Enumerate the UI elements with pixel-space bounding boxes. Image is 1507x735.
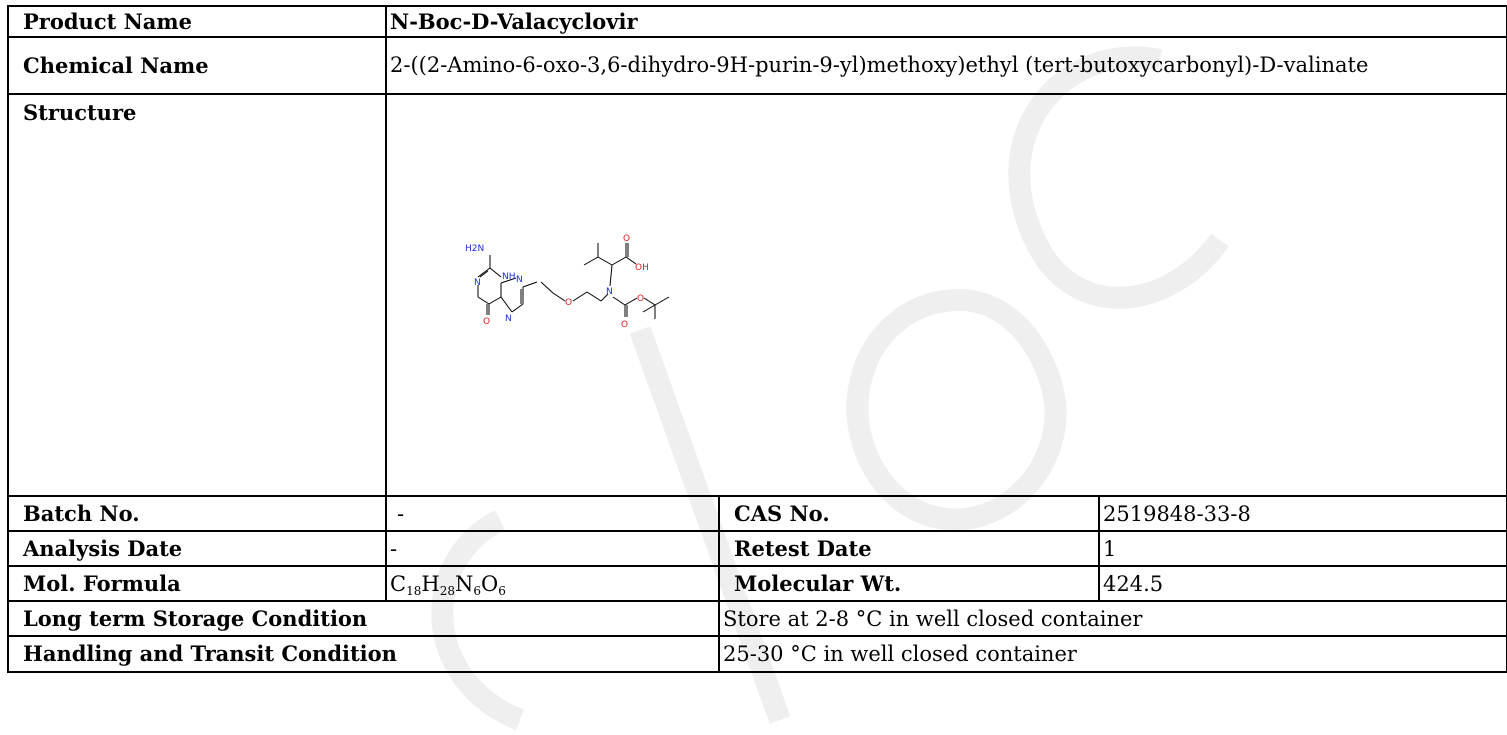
chemical-name-value: 2-((2-Amino-6-oxo-3,6-dihydro-9H-purin-9… [384,36,1507,95]
retest-date-value: 1 [1097,530,1507,567]
atom-label: N [474,278,481,288]
atom-label: N [516,275,523,285]
chemical-name-label: Chemical Name [7,36,387,95]
product-name-label: Product Name [7,5,387,38]
formula-element: O [480,571,499,596]
coa-table: Product Name N-Boc-D-Valacyclovir Chemic… [7,5,1507,673]
analysis-date-label: Analysis Date [7,530,387,567]
handling-condition-value: 25-30 °C in well closed container [717,635,1507,673]
formula-count: 18 [406,583,422,598]
batch-no-value: - [385,495,720,532]
analysis-date-value: - [385,530,720,567]
formula-element: C [390,571,407,596]
retest-date-label: Retest Date [718,530,1100,567]
molecular-wt-label: Molecular Wt. [718,565,1100,602]
atom-label: N [606,287,613,297]
formula-count: 6 [473,583,481,598]
handling-condition-label: Handling and Transit Condition [7,635,720,673]
cas-no-value: 2519848-33-8 [1097,495,1507,532]
formula-element: N [454,571,474,596]
atom-label: H2N [465,244,484,254]
formula-count: 6 [498,583,506,598]
cas-no-label: CAS No. [718,495,1100,532]
formula-count: 28 [439,583,455,598]
atom-label: O [637,294,644,304]
storage-condition-value: Store at 2-8 °C in well closed container [717,600,1507,637]
atom-label: O [621,320,628,330]
batch-no-label: Batch No. [7,495,387,532]
atom-label: O [623,234,630,244]
atom-label: O [483,317,490,327]
mol-formula-label: Mol. Formula [7,565,387,602]
mol-formula-value: C18H28N6O6 [385,565,720,602]
structure-cell: H2N NH N N N N O O O O O OH [384,93,1507,497]
storage-condition-label: Long term Storage Condition [7,600,720,637]
atom-label: O [565,298,572,308]
product-name-value: N-Boc-D-Valacyclovir [384,5,1507,38]
structure-label: Structure [7,93,387,497]
molecular-wt-value: 424.5 [1097,565,1507,602]
atom-label: OH [635,263,649,273]
molecule-structure: H2N NH N N N N O O O O O OH [465,234,670,330]
atom-label: N [505,314,512,324]
formula-element: H [421,571,440,596]
atom-label: NH [502,272,516,282]
